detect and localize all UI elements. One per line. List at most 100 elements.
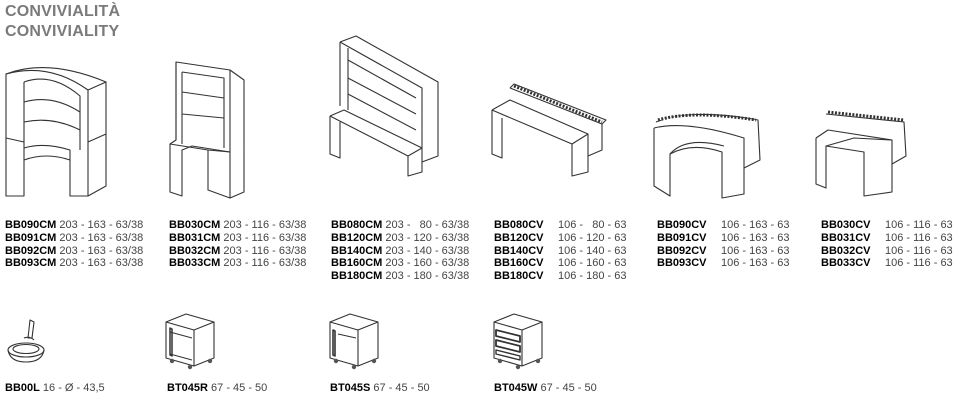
product-dimensions: 16 - Ø - 43,5 xyxy=(42,382,105,394)
drawing-tall-straight-unit xyxy=(168,60,248,200)
product-dimensions: 203 - 116 - 63/38 xyxy=(223,244,307,257)
product-row: BB030CV 106 - 116 - 63 xyxy=(821,219,953,232)
product-row: BB160CV 106 - 160 - 63 xyxy=(494,257,627,270)
product-dimensions: 203 - 160 - 63/38 xyxy=(385,257,470,270)
product-row: BB180CM 203 - 180 - 63/38 xyxy=(331,270,469,283)
product-code: BB090CM xyxy=(5,219,57,231)
product-code: BB033CV xyxy=(821,257,871,270)
product-code: BB091CV xyxy=(657,231,707,244)
product-code: BB140CM xyxy=(331,244,383,257)
product-row: BB160CM 203 - 160 - 63/38 xyxy=(331,257,469,270)
product-code: BB080CM xyxy=(331,219,383,231)
product-dimensions: 106 - 140 - 63 xyxy=(558,244,627,257)
title-english: CONVIVIALITY xyxy=(5,23,120,40)
product-list-corner-counters: BB030CV 106 - 116 - 63 BB031CV 106 - 116 -… xyxy=(821,219,953,270)
product-code: BT045W xyxy=(494,382,538,394)
product-list-shelving-desks: BB080CM 203 - 80 - 63/38 BB120CM 203 - 1… xyxy=(331,219,469,283)
product-dimensions: 203 - 120 - 63/38 xyxy=(385,231,470,244)
product-code: BB093CV xyxy=(657,257,707,270)
product-dimensions: 106 - 120 - 63 xyxy=(558,231,627,244)
product-row: BB030CM 203 - 116 - 63/38 xyxy=(169,219,306,232)
product-dimensions: 67 - 45 - 50 xyxy=(211,382,268,394)
product-dimensions: 106 - 116 - 63 xyxy=(885,257,953,270)
product-row: BB031CM 203 - 116 - 63/38 xyxy=(169,232,306,245)
accessory-label-pedestal-w: BT045W 67 - 45 - 50 xyxy=(494,382,597,394)
product-row: BB140CV 106 - 140 - 63 xyxy=(494,245,627,258)
product-code: BB032CV xyxy=(821,244,871,257)
product-list-straight-counters: BB080CV 106 - 80 - 63 BB120CV 106 - 120 - … xyxy=(494,219,627,283)
product-row: BB032CM 203 - 116 - 63/38 xyxy=(169,245,306,258)
product-dimensions: 106 - 180 - 63 xyxy=(558,270,627,283)
product-row: BB080CM 203 - 80 - 63/38 xyxy=(331,219,469,232)
drawing-pedestal-w xyxy=(490,312,546,370)
product-row: BB120CM 203 - 120 - 63/38 xyxy=(331,232,469,245)
product-dimensions: 203 - 116 - 63/38 xyxy=(223,257,307,270)
product-dimensions: 203 - 116 - 63/38 xyxy=(223,231,307,244)
product-dimensions: 203 - 140 - 63/38 xyxy=(385,244,470,257)
product-row: BB090CV 106 - 163 - 63 xyxy=(657,219,790,232)
product-code: BB160CV xyxy=(494,257,544,270)
product-row: BB093CV 106 - 163 - 63 xyxy=(657,257,790,270)
product-code: BT045R xyxy=(167,382,208,394)
product-code: BB091CM xyxy=(5,231,57,244)
drawing-straight-shelving-desk xyxy=(328,35,440,177)
product-row: BB031CV 106 - 116 - 63 xyxy=(821,232,953,245)
product-row: BB091CV 106 - 163 - 63 xyxy=(657,232,790,245)
product-list-tall-straight-units: BB030CM 203 - 116 - 63/38 BB031CM 203 - … xyxy=(169,219,306,270)
product-dimensions: 203 - 163 - 63/38 xyxy=(59,231,144,244)
drawing-pedestal-r xyxy=(162,312,218,370)
product-row: BB033CM 203 - 116 - 63/38 xyxy=(169,257,306,270)
product-list-curved-tall-units: BB090CM 203 - 163 - 63/38 BB091CM 203 - … xyxy=(5,219,143,270)
product-code: BT045S xyxy=(330,382,371,394)
product-code: BB030CV xyxy=(821,219,871,231)
product-row: BB091CM 203 - 163 - 63/38 xyxy=(5,232,143,245)
product-dimensions: 203 - 80 - 63/38 xyxy=(385,219,470,231)
product-dimensions: 106 - 160 - 63 xyxy=(558,257,627,270)
product-dimensions: 106 - 163 - 63 xyxy=(721,257,790,270)
product-code: BB180CM xyxy=(331,270,383,283)
product-dimensions: 106 - 163 - 63 xyxy=(721,231,790,244)
product-code: BB120CV xyxy=(494,231,544,244)
product-dimensions: 106 - 80 - 63 xyxy=(558,219,627,231)
product-row: BB092CM 203 - 163 - 63/38 xyxy=(5,245,143,258)
product-code: BB180CV xyxy=(494,270,544,283)
accessory-label-washbasin: BB00L 16 - Ø - 43,5 xyxy=(5,382,105,394)
drawing-straight-counter xyxy=(490,83,608,178)
product-row: BB180CV 106 - 180 - 63 xyxy=(494,270,627,283)
accessory-label-pedestal-r: BT045R 67 - 45 - 50 xyxy=(167,382,267,394)
product-code: BB120CM xyxy=(331,231,383,244)
drawing-washbasin xyxy=(4,318,52,366)
product-row: BB140CM 203 - 140 - 63/38 xyxy=(331,245,469,258)
product-dimensions: 106 - 116 - 63 xyxy=(885,244,953,257)
product-list-curved-counters: BB090CV 106 - 163 - 63 BB091CV 106 - 163 -… xyxy=(657,219,790,270)
product-dimensions: 203 - 163 - 63/38 xyxy=(59,244,144,257)
product-code: BB031CM xyxy=(169,231,221,244)
product-code: BB140CV xyxy=(494,244,544,257)
drawing-curved-tall-corner-unit xyxy=(4,60,108,200)
product-code: BB090CV xyxy=(657,219,707,231)
title-italian: CONVIVIALITÀ xyxy=(5,3,121,20)
product-dimensions: 203 - 116 - 63/38 xyxy=(223,219,307,231)
product-code: BB031CV xyxy=(821,231,871,244)
product-row: BB090CM 203 - 163 - 63/38 xyxy=(5,219,143,232)
product-row: BB032CV 106 - 116 - 63 xyxy=(821,245,953,258)
product-code: BB030CM xyxy=(169,219,221,231)
product-dimensions: 106 - 116 - 63 xyxy=(885,219,953,231)
product-row: BB080CV 106 - 80 - 63 xyxy=(494,219,627,232)
product-code: BB160CM xyxy=(331,257,383,270)
product-row: BB120CV 106 - 120 - 63 xyxy=(494,232,627,245)
accessory-label-pedestal-s: BT045S 67 - 45 - 50 xyxy=(330,382,430,394)
product-dimensions: 203 - 163 - 63/38 xyxy=(59,219,144,231)
product-code: BB00L xyxy=(5,382,40,394)
product-row: BB093CM 203 - 163 - 63/38 xyxy=(5,257,143,270)
product-row: BB033CV 106 - 116 - 63 xyxy=(821,257,953,270)
product-code: BB080CV xyxy=(494,219,544,231)
product-dimensions: 106 - 163 - 63 xyxy=(721,244,790,257)
product-dimensions: 67 - 45 - 50 xyxy=(373,382,430,394)
product-dimensions: 67 - 45 - 50 xyxy=(540,382,597,394)
drawing-pedestal-s xyxy=(326,312,382,370)
product-code: BB032CM xyxy=(169,244,221,257)
product-dimensions: 106 - 116 - 63 xyxy=(885,231,953,244)
drawing-corner-counter xyxy=(814,108,914,200)
product-dimensions: 106 - 163 - 63 xyxy=(721,219,790,231)
